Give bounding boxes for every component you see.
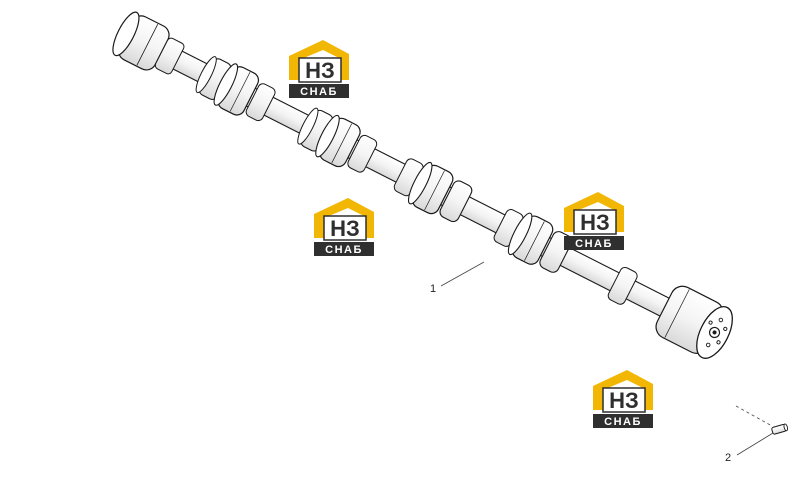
logo-roof-shape [289,40,349,80]
leader-line-1 [440,261,485,287]
journal-2 [315,114,361,168]
logo-letters: НЗ [305,58,335,83]
cam-lobe-9 [607,266,638,305]
house-logo-icon: НЗ СНАБ [314,198,374,256]
logo-letter-panel [323,215,367,241]
logo-word-band [289,84,349,98]
logo-letters: НЗ [580,210,610,235]
house-logo-icon: НЗ СНАБ [593,370,653,428]
cam-lobe-8 [539,231,573,273]
pin-axis-dash [735,405,773,427]
logo-word-band [314,242,374,256]
brand-logo-watermark: НЗ СНАБ [591,368,655,430]
logo-word: СНАБ [300,86,338,98]
logo-letter-panel [298,57,342,83]
logo-word-band [593,414,653,428]
journal-1 [213,63,260,116]
logo-word: СНАБ [604,416,642,428]
brand-logo-watermark: НЗ СНАБ [287,38,351,100]
camshaft [112,11,733,359]
brand-logo-watermark: НЗ СНАБ [312,196,376,258]
logo-roof-shape [314,198,374,238]
logo-word-band [564,236,624,250]
journal-3 [407,161,454,215]
logo-roof-shape [593,370,653,410]
logo-letters: НЗ [330,216,360,241]
logo-word: СНАБ [575,238,613,250]
logo-word: СНАБ [325,244,363,256]
brand-logo-watermark: НЗ СНАБ [562,190,626,252]
cam-lobe-2 [245,83,276,122]
cam-lobe-4 [347,134,378,173]
dowel-pin [771,423,789,435]
logo-letter-panel [573,209,617,235]
logo-letter-panel [602,387,646,413]
callout-1: 1 [430,283,437,295]
logo-roof-shape [564,192,624,232]
cam-lobe-6 [439,180,473,223]
leader-line-2 [736,432,774,456]
house-logo-icon: НЗ СНАБ [564,192,624,250]
house-logo-icon: НЗ СНАБ [289,40,349,98]
rear-hub [655,285,733,359]
front-journal [112,11,185,75]
logo-letters: НЗ [609,388,639,413]
callout-2: 2 [725,452,732,464]
journal-4 [507,212,554,265]
